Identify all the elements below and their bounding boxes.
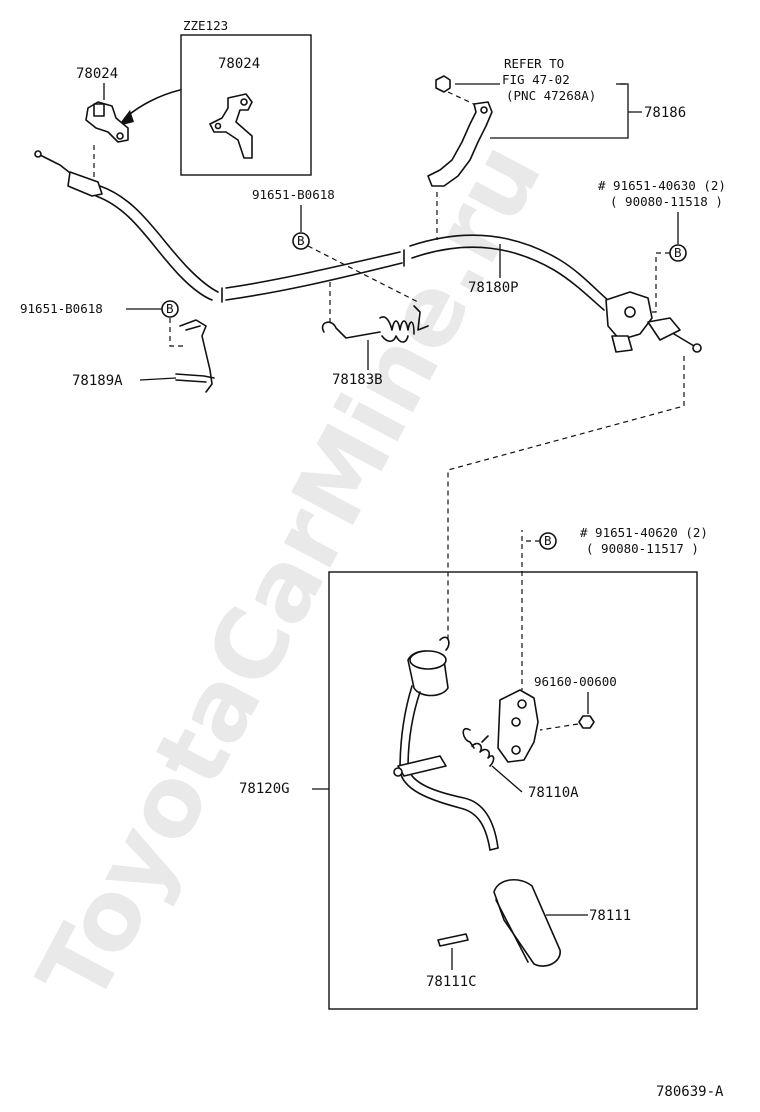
dash-cable-to-pedal xyxy=(447,356,685,640)
pedal-bracket xyxy=(497,689,539,763)
label-78120g: 78120G xyxy=(239,781,290,797)
label-refer-to-1: REFER TO xyxy=(504,56,564,71)
label-91651-b0618-a: 91651-B0618 xyxy=(252,187,335,202)
inset-model-label: ZZE123 xyxy=(183,18,228,33)
svg-text:B: B xyxy=(674,245,682,260)
bolt-badge-pedal: B xyxy=(539,532,557,550)
accelerator-pedal-lever-78120g xyxy=(393,636,499,851)
inset-zze123: ZZE123 78024 xyxy=(180,18,312,176)
dash-bolt-top xyxy=(648,252,670,313)
label-78189a: 78189A xyxy=(72,373,123,389)
return-spring-78183b xyxy=(321,305,429,343)
bracket-78186 xyxy=(427,75,493,240)
dash-bolt-mid xyxy=(307,245,419,303)
label-bolt-top-2: ( 90080-11518 ) xyxy=(610,194,723,209)
label-bolt-top-1: # 91651-40630 (2) xyxy=(598,178,726,193)
label-91651-b0618-b: 91651-B0618 xyxy=(20,301,103,316)
inset-arrow xyxy=(124,89,181,119)
inset-part-label: 78024 xyxy=(218,56,260,72)
pedal-pad-78111 xyxy=(493,879,561,967)
bracket-78024 xyxy=(85,101,129,143)
pin-78111c xyxy=(437,933,469,947)
watermark: ToyotaCarMine.ru xyxy=(16,125,563,1020)
label-78111c: 78111C xyxy=(426,974,477,990)
bolt-badge-top: B xyxy=(669,244,687,262)
pedal-spring-78110a xyxy=(462,727,495,767)
label-78024: 78024 xyxy=(76,66,118,82)
label-refer-to-3: (PNC 47268A) xyxy=(506,88,596,103)
svg-text:B: B xyxy=(297,233,305,248)
bolt-badge-mid: B xyxy=(292,232,310,250)
label-78186: 78186 xyxy=(644,105,686,121)
label-bolt-mid-2: ( 90080-11517 ) xyxy=(586,541,699,556)
nut-96160-00600 xyxy=(578,715,595,729)
label-bolt-mid-1: # 91651-40620 (2) xyxy=(580,525,708,540)
pedal-assembly-box xyxy=(328,571,698,1010)
label-78180p: 78180P xyxy=(468,280,519,296)
inset-bracket-78024 xyxy=(209,93,253,159)
bracket-78189a xyxy=(175,319,215,393)
accelerator-cable-78180p xyxy=(34,150,702,353)
label-78111: 78111 xyxy=(589,908,631,924)
svg-text:B: B xyxy=(166,301,174,316)
label-78110a: 78110A xyxy=(528,785,579,801)
label-refer-to-2: FIG 47-02 xyxy=(502,72,570,87)
label-96160-00600: 96160-00600 xyxy=(534,674,617,689)
svg-text:B: B xyxy=(544,533,552,548)
label-78183b: 78183B xyxy=(332,372,383,388)
bolt-badge-left: B xyxy=(161,300,179,318)
figure-id: 780639-A xyxy=(656,1084,724,1100)
